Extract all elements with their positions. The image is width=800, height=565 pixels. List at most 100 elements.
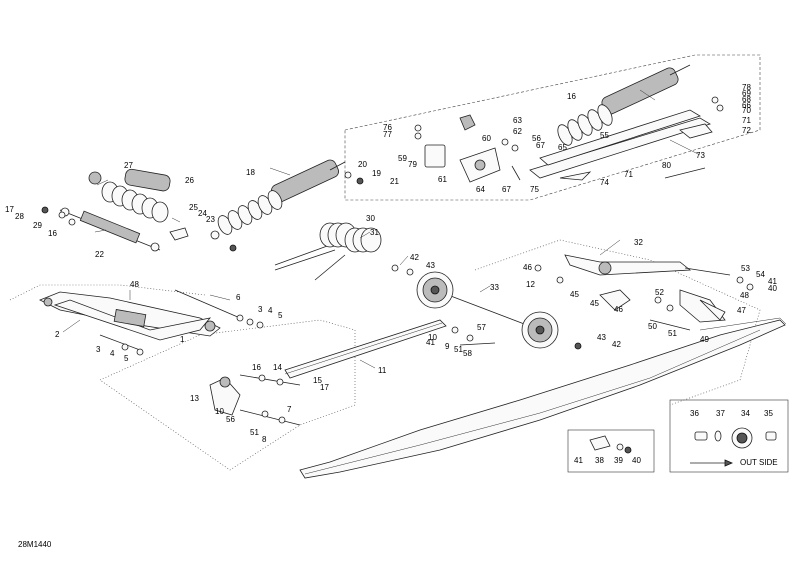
callout-55: 55: [600, 131, 609, 140]
callout-62: 62: [513, 127, 522, 136]
callout-72: 72: [742, 126, 751, 135]
callout-labels: 1 2 3 3 4 4 5 5 6 7 8 9 10 10 11 12 13 1…: [5, 83, 778, 467]
callout-37: 37: [716, 409, 725, 418]
callout-24: 24: [198, 209, 207, 218]
callout-80: 80: [662, 161, 671, 170]
callout-18: 18: [246, 168, 255, 177]
callout-15: 15: [313, 376, 322, 385]
callout-56b: 56: [226, 415, 235, 424]
callout-67: 67: [536, 141, 545, 150]
callout-29: 29: [33, 221, 42, 230]
callout-10: 10: [428, 333, 437, 342]
callout-79: 79: [408, 160, 417, 169]
callout-71: 71: [742, 116, 751, 125]
upper-assembly-outline: [344, 54, 761, 201]
callout-46: 46: [614, 305, 623, 314]
callout-66: 66: [742, 101, 751, 110]
callout-43: 43: [426, 261, 435, 270]
callout-67b: 67: [502, 185, 511, 194]
callout-78: 78: [742, 83, 751, 92]
callout-74: 74: [600, 178, 609, 187]
slider-detail-box: [567, 429, 655, 473]
callout-19: 19: [372, 169, 381, 178]
front-shock: [41, 168, 189, 252]
front-bolts: [99, 289, 264, 356]
callout-47: 47: [737, 306, 746, 315]
callout-69: 69: [742, 89, 751, 98]
callout-77: 77: [383, 130, 392, 139]
callout-56: 56: [532, 134, 541, 143]
callout-16c: 16: [567, 92, 576, 101]
diagram-code: 28M1440: [18, 540, 52, 549]
callout-22: 22: [95, 250, 104, 259]
callout-41b: 41: [768, 277, 777, 286]
callout-51b: 51: [454, 345, 463, 354]
rear-mount-parts: [414, 114, 521, 183]
callout-17b: 17: [5, 205, 14, 214]
callout-32: 32: [634, 238, 643, 247]
callout-5b: 5: [278, 311, 283, 320]
callout-73: 73: [696, 151, 705, 160]
callout-50: 50: [648, 322, 657, 331]
rear-shock: [557, 64, 691, 146]
callout-51: 51: [668, 329, 677, 338]
callout-40: 40: [632, 456, 641, 465]
callout-21: 21: [390, 177, 399, 186]
callout-16: 16: [252, 363, 261, 372]
callout-54: 54: [756, 270, 765, 279]
misc-hardware: [391, 264, 564, 346]
callout-68: 68: [742, 95, 751, 104]
callout-28: 28: [15, 212, 24, 221]
callout-3b: 3: [258, 305, 263, 314]
callout-8: 8: [262, 435, 267, 444]
callout-59: 59: [398, 154, 407, 163]
leader-lines: [62, 89, 701, 369]
callout-44: 45: [590, 299, 599, 308]
callout-33: 33: [490, 283, 499, 292]
callout-31: 31: [370, 228, 379, 237]
callout-1: 1: [180, 335, 185, 344]
callout-42b: 42: [612, 340, 621, 349]
callout-58: 58: [463, 349, 472, 358]
callout-11: 11: [378, 366, 387, 375]
callout-39: 39: [614, 456, 623, 465]
rail-outline: [9, 284, 206, 301]
callout-7: 7: [287, 405, 292, 414]
callout-41: 41: [574, 456, 583, 465]
callout-64: 64: [476, 185, 485, 194]
callout-63: 63: [513, 116, 522, 125]
idler-wheel-assembly: [406, 268, 582, 350]
callout-35: 35: [764, 409, 773, 418]
callout-45: 45: [570, 290, 579, 299]
front-arm-outline: [99, 319, 356, 471]
rear-arm: [564, 254, 754, 331]
callout-25: 25: [189, 203, 198, 212]
callout-13: 13: [190, 394, 199, 403]
slide-rail: [299, 317, 787, 479]
callout-5: 5: [124, 354, 129, 363]
rear-arm-outline: [474, 239, 761, 406]
callout-16b: 16: [48, 229, 57, 238]
wheel-detail: [690, 427, 777, 467]
callout-60: 60: [482, 134, 491, 143]
callout-6: 6: [236, 293, 241, 302]
callout-17: 17: [320, 383, 329, 392]
callout-48: 48: [740, 291, 749, 300]
front-arm: [39, 291, 221, 341]
callout-71b: 71: [624, 170, 633, 179]
callout-40b: 40: [768, 284, 777, 293]
front-linkage: [209, 374, 301, 426]
callout-27: 27: [124, 161, 133, 170]
torsion-springs: [274, 222, 382, 281]
callout-3: 3: [96, 345, 101, 354]
callout-70: 70: [742, 106, 751, 115]
callout-30: 30: [366, 214, 375, 223]
callout-38: 38: [595, 456, 604, 465]
callout-10b: 10: [215, 407, 224, 416]
slider-detail: [589, 435, 632, 454]
callout-61: 61: [438, 175, 447, 184]
callout-26: 26: [185, 176, 194, 185]
callout-12: 12: [526, 280, 535, 289]
callout-4b: 4: [268, 306, 273, 315]
cross-shaft: [284, 319, 447, 379]
